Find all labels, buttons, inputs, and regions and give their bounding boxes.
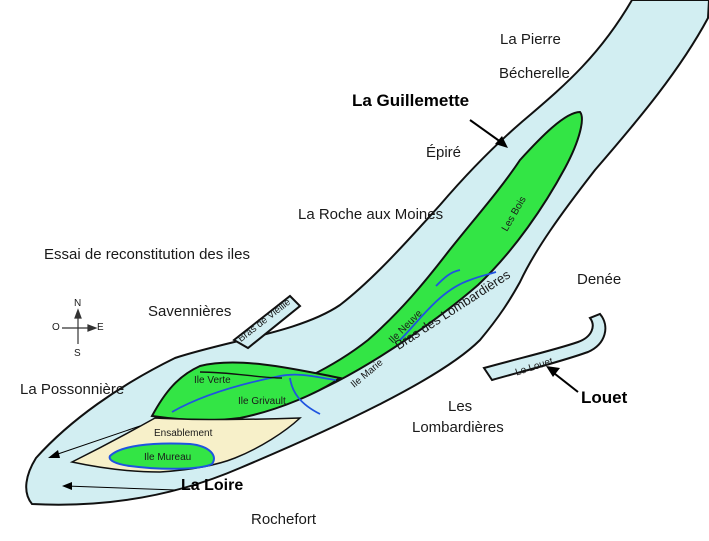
compass-s: S <box>74 348 81 359</box>
place-les-lombardieres-line1: Les <box>448 398 473 415</box>
bras-de-vieille-channel <box>232 294 302 350</box>
place-epire: Épiré <box>426 144 462 161</box>
guillemette-arrowhead <box>495 136 508 148</box>
inner-channel-5 <box>199 371 283 379</box>
island-ile-mureau <box>108 442 215 470</box>
island-label-ile-mureau: Ile Mureau <box>144 452 192 463</box>
place-becherelle: Bécherelle <box>499 65 570 82</box>
louet-arrowhead <box>546 366 560 377</box>
compass-rose <box>62 308 98 344</box>
inner-channel-1 <box>399 271 497 341</box>
loire-flow-arrowhead-2 <box>62 482 72 490</box>
compass-o: O <box>52 322 60 333</box>
place-les-lombardieres-line2: Lombardières <box>412 419 504 436</box>
inner-channel-2 <box>435 269 461 287</box>
river-la-loire: La Loire <box>181 477 244 494</box>
place-louet: Louet <box>581 388 628 407</box>
loire-flow-arrow-1 <box>51 425 141 457</box>
place-la-pierre: La Pierre <box>500 31 561 48</box>
place-la-roche-aux-moines: La Roche aux Moines <box>298 206 444 223</box>
map-title: Essai de reconstitution des iles <box>44 246 250 263</box>
island-label-ile-verte: Ile Verte <box>194 375 231 386</box>
island-label-ile-grivault: Ile Grivault <box>238 396 286 407</box>
louet-channel <box>482 312 607 382</box>
compass-e: E <box>97 322 104 333</box>
compass-n: N <box>74 298 82 309</box>
place-la-guillemette: La Guillemette <box>352 91 470 110</box>
loire-flow-arrow-2 <box>65 485 177 491</box>
sandbank-label-ensablement: Ensablement <box>154 428 213 439</box>
place-denee: Denée <box>577 271 622 288</box>
place-rochefort: Rochefort <box>251 511 317 528</box>
place-la-possonniere: La Possonnière <box>20 381 125 398</box>
loire-flow-arrowhead-1 <box>48 450 60 458</box>
place-savennieres: Savennières <box>148 303 232 320</box>
inner-channel-4 <box>289 377 321 415</box>
